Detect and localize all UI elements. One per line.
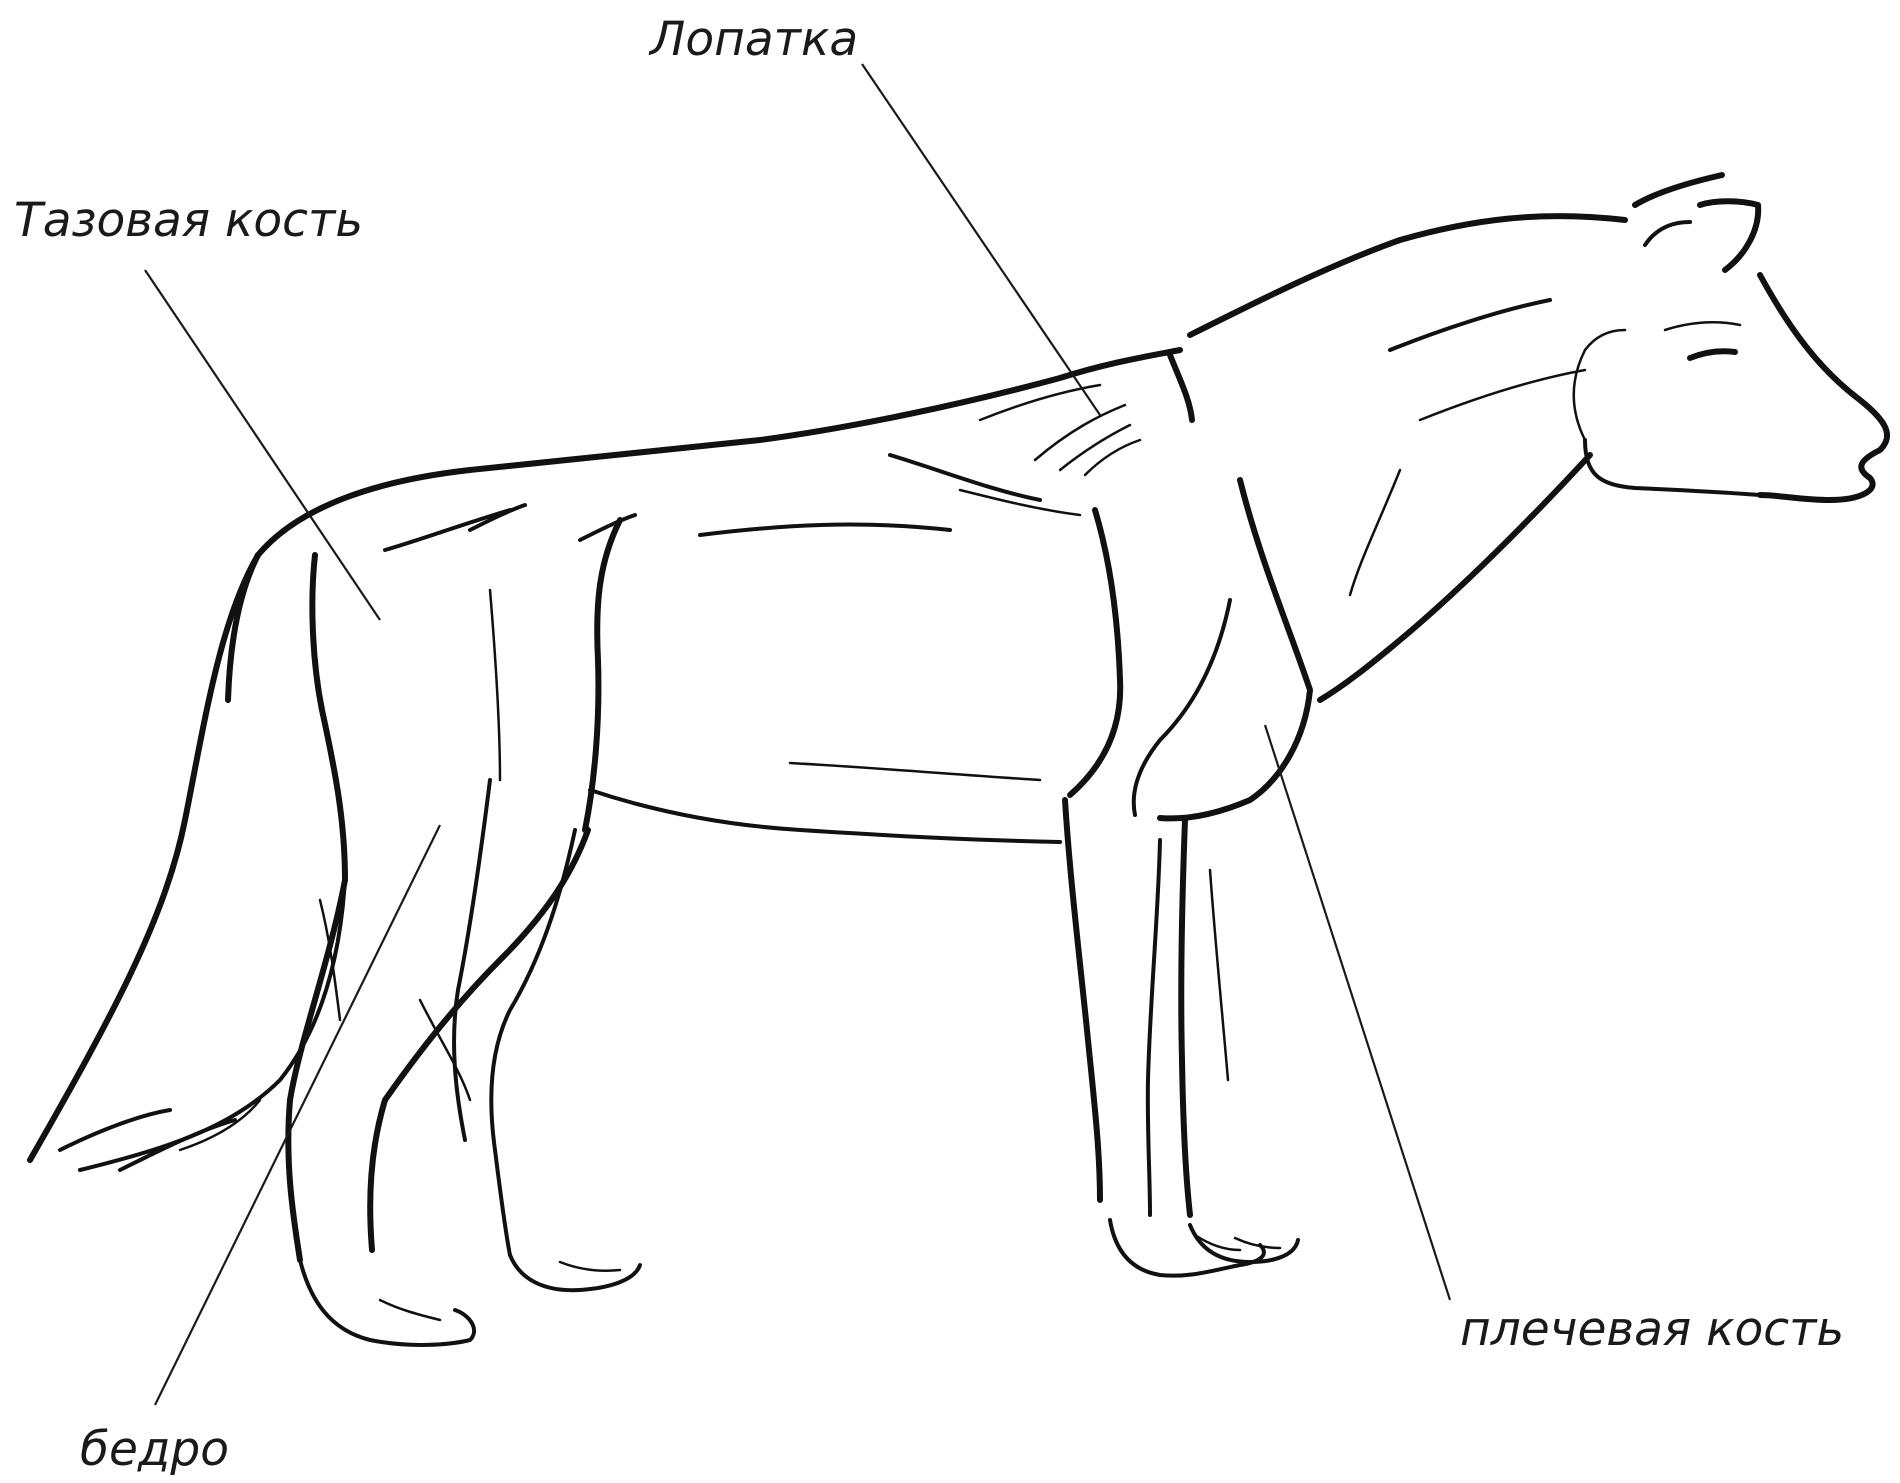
wolf-front-leg-far-back bbox=[1210, 870, 1228, 1080]
wolf-neck-stroke-1 bbox=[1390, 300, 1550, 350]
wolf-flank-line bbox=[585, 520, 620, 830]
wolf-hind-toe-1 bbox=[380, 1300, 440, 1320]
wolf-ribcage-line bbox=[700, 525, 950, 535]
femur-leader-line bbox=[155, 825, 440, 1405]
wolf-ear-tip bbox=[1645, 222, 1690, 245]
wolf-flank-top bbox=[580, 515, 635, 540]
pelvis-label: Тазовая кость bbox=[14, 193, 363, 248]
wolf-throat-outline bbox=[1320, 455, 1590, 700]
wolf-humerus-outline bbox=[1160, 480, 1310, 818]
wolf-elbow-outline bbox=[1134, 600, 1230, 815]
wolf-hind-toe-2 bbox=[560, 1262, 620, 1271]
wolf-hind-leg-near-back bbox=[288, 880, 345, 1260]
wolf-pelvis-hatching bbox=[385, 510, 510, 550]
wolf-neck-outline bbox=[1190, 216, 1625, 335]
wolf-pelvis-hatching-2 bbox=[470, 505, 525, 530]
wolf-tail-fur-1 bbox=[60, 1110, 170, 1150]
humerus-leader-line bbox=[1265, 725, 1450, 1300]
scapula-leader-line bbox=[862, 64, 1100, 415]
wolf-chest-stroke bbox=[890, 455, 1040, 500]
wolf-eye bbox=[1690, 351, 1735, 358]
wolf-front-paw-near bbox=[1110, 1220, 1264, 1276]
wolf-neck-stroke-2 bbox=[1420, 370, 1585, 420]
wolf-hind-leg-near-front bbox=[370, 830, 588, 1250]
wolf-hind-paw-far bbox=[510, 1255, 640, 1290]
wolf-pelvis-line bbox=[312, 555, 345, 880]
wolf-front-toe-2 bbox=[1235, 1238, 1280, 1248]
wolf-thigh-shade bbox=[490, 590, 500, 780]
wolf-belly-outline bbox=[590, 790, 1060, 842]
humerus-label: плечевая кость bbox=[1460, 1302, 1844, 1357]
femur-label: бедро bbox=[80, 1422, 229, 1477]
scapula-label: Лопатка bbox=[648, 12, 858, 67]
wolf-hind-leg-far-back bbox=[454, 780, 490, 1140]
pelvis-leader-line bbox=[145, 270, 380, 620]
wolf-head-outline bbox=[1760, 275, 1887, 500]
wolf-front-leg-near-front bbox=[1181, 820, 1190, 1215]
labels: Лопатка Тазовая кость плечевая кость бед… bbox=[14, 12, 1844, 1477]
wolf-hip-outline bbox=[228, 555, 258, 700]
wolf-hind-leg-far-front bbox=[491, 830, 575, 1255]
wolf-belly-shade bbox=[790, 763, 1040, 780]
wolf-tail-fur-2 bbox=[120, 1120, 235, 1170]
wolf-hind-hock bbox=[420, 1000, 470, 1100]
wolf-front-leg-near-back bbox=[1065, 800, 1100, 1200]
wolf-brow bbox=[1665, 322, 1740, 330]
wolf-front-leg-far bbox=[1148, 840, 1160, 1215]
wolf-tail-upper bbox=[30, 555, 258, 1160]
wolf-back-outline bbox=[258, 350, 1180, 555]
wolf-scapula-hatching-2 bbox=[1035, 405, 1125, 460]
wolf-ear-right bbox=[1700, 201, 1758, 270]
wolf-cheek-line bbox=[1574, 330, 1625, 440]
wolf-jaw-outline bbox=[1585, 440, 1760, 495]
leader-lines bbox=[145, 64, 1450, 1405]
wolf-neck-stroke-3 bbox=[1350, 470, 1400, 595]
wolf-drawing bbox=[30, 175, 1887, 1345]
wolf-rear-shoulder-line bbox=[1070, 510, 1120, 795]
wolf-shoulder-outline bbox=[1170, 355, 1192, 420]
wolf-front-paw-far bbox=[1190, 1225, 1298, 1262]
